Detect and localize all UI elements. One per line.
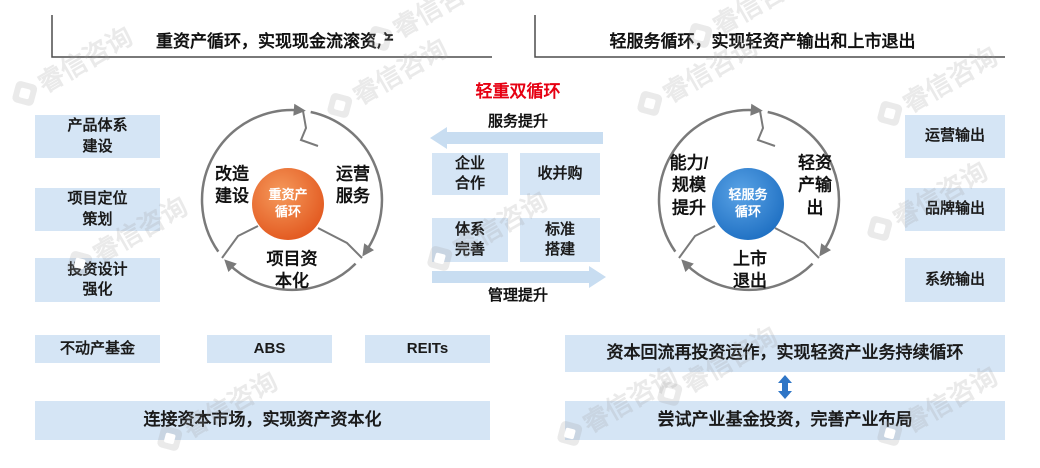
heavy-stage-renovation: 改造 建设 <box>215 164 249 206</box>
heavy-cycle-header: 重资产循环，实现现金流滚资产 <box>156 32 394 51</box>
heavy-cycle-core <box>252 168 324 240</box>
capital-market-banner: 连接资本市场，实现资产资本化 <box>35 401 490 440</box>
right-box-operation-output: 运营输出 <box>905 115 1005 158</box>
light-cycle-core <box>712 168 784 240</box>
dual-cycle-title: 轻重双循环 <box>475 81 561 101</box>
lever-enterprise-cooperation: 企业 合作 <box>432 153 508 195</box>
industry-fund-banner: 尝试产业基金投资，完善产业布局 <box>565 401 1005 440</box>
left-box-investment-design: 投资设计 强化 <box>35 258 160 302</box>
heavy-stage-operation: 运营 服务 <box>336 164 370 206</box>
real-estate-fund-box: 不动产基金 <box>35 335 160 363</box>
light-stage-ipo-exit: 上市 退出 <box>733 249 767 291</box>
light-cycle-header: 轻服务循环，实现轻资产输出和上市退出 <box>609 32 916 51</box>
reits-box: REITs <box>365 335 490 363</box>
service-upgrade-label: 服务提升 <box>487 113 549 131</box>
heavy-stage-capitalization: 项目资 本化 <box>266 249 318 291</box>
double-arrow-vertical-icon <box>778 375 792 399</box>
light-header-bracket <box>534 15 1005 58</box>
light-cycle-arrowheads <box>681 103 831 272</box>
heavy-cycle-core-label: 重资产 循环 <box>268 187 308 219</box>
abs-box: ABS <box>207 335 332 363</box>
lever-standard-building: 标准 搭建 <box>520 218 600 262</box>
reinvest-banner: 资本回流再投资运作，实现轻资产业务持续循环 <box>565 335 1005 372</box>
heavy-header-bracket <box>51 15 492 58</box>
heavy-cycle-ring <box>200 108 384 292</box>
management-upgrade-label: 管理提升 <box>487 287 549 305</box>
light-cycle-core-label: 轻服务 循环 <box>728 187 768 219</box>
arrow-right-icon <box>432 266 606 288</box>
light-cycle-ring <box>657 108 841 292</box>
right-box-system-output: 系统输出 <box>905 258 1005 302</box>
arrow-left-icon <box>430 127 603 149</box>
lever-system-improvement: 体系 完善 <box>432 218 508 262</box>
left-box-product-system: 产品体系 建设 <box>35 115 160 158</box>
light-stage-asset-output: 轻资 产输 出 <box>798 153 832 218</box>
right-box-brand-output: 品牌输出 <box>905 188 1005 231</box>
lever-mergers-acquisitions: 收并购 <box>520 153 600 195</box>
left-box-project-positioning: 项目定位 策划 <box>35 188 160 231</box>
heavy-cycle-arrowheads <box>224 103 374 272</box>
light-stage-capability: 能力/ 规模 提升 <box>669 153 709 218</box>
